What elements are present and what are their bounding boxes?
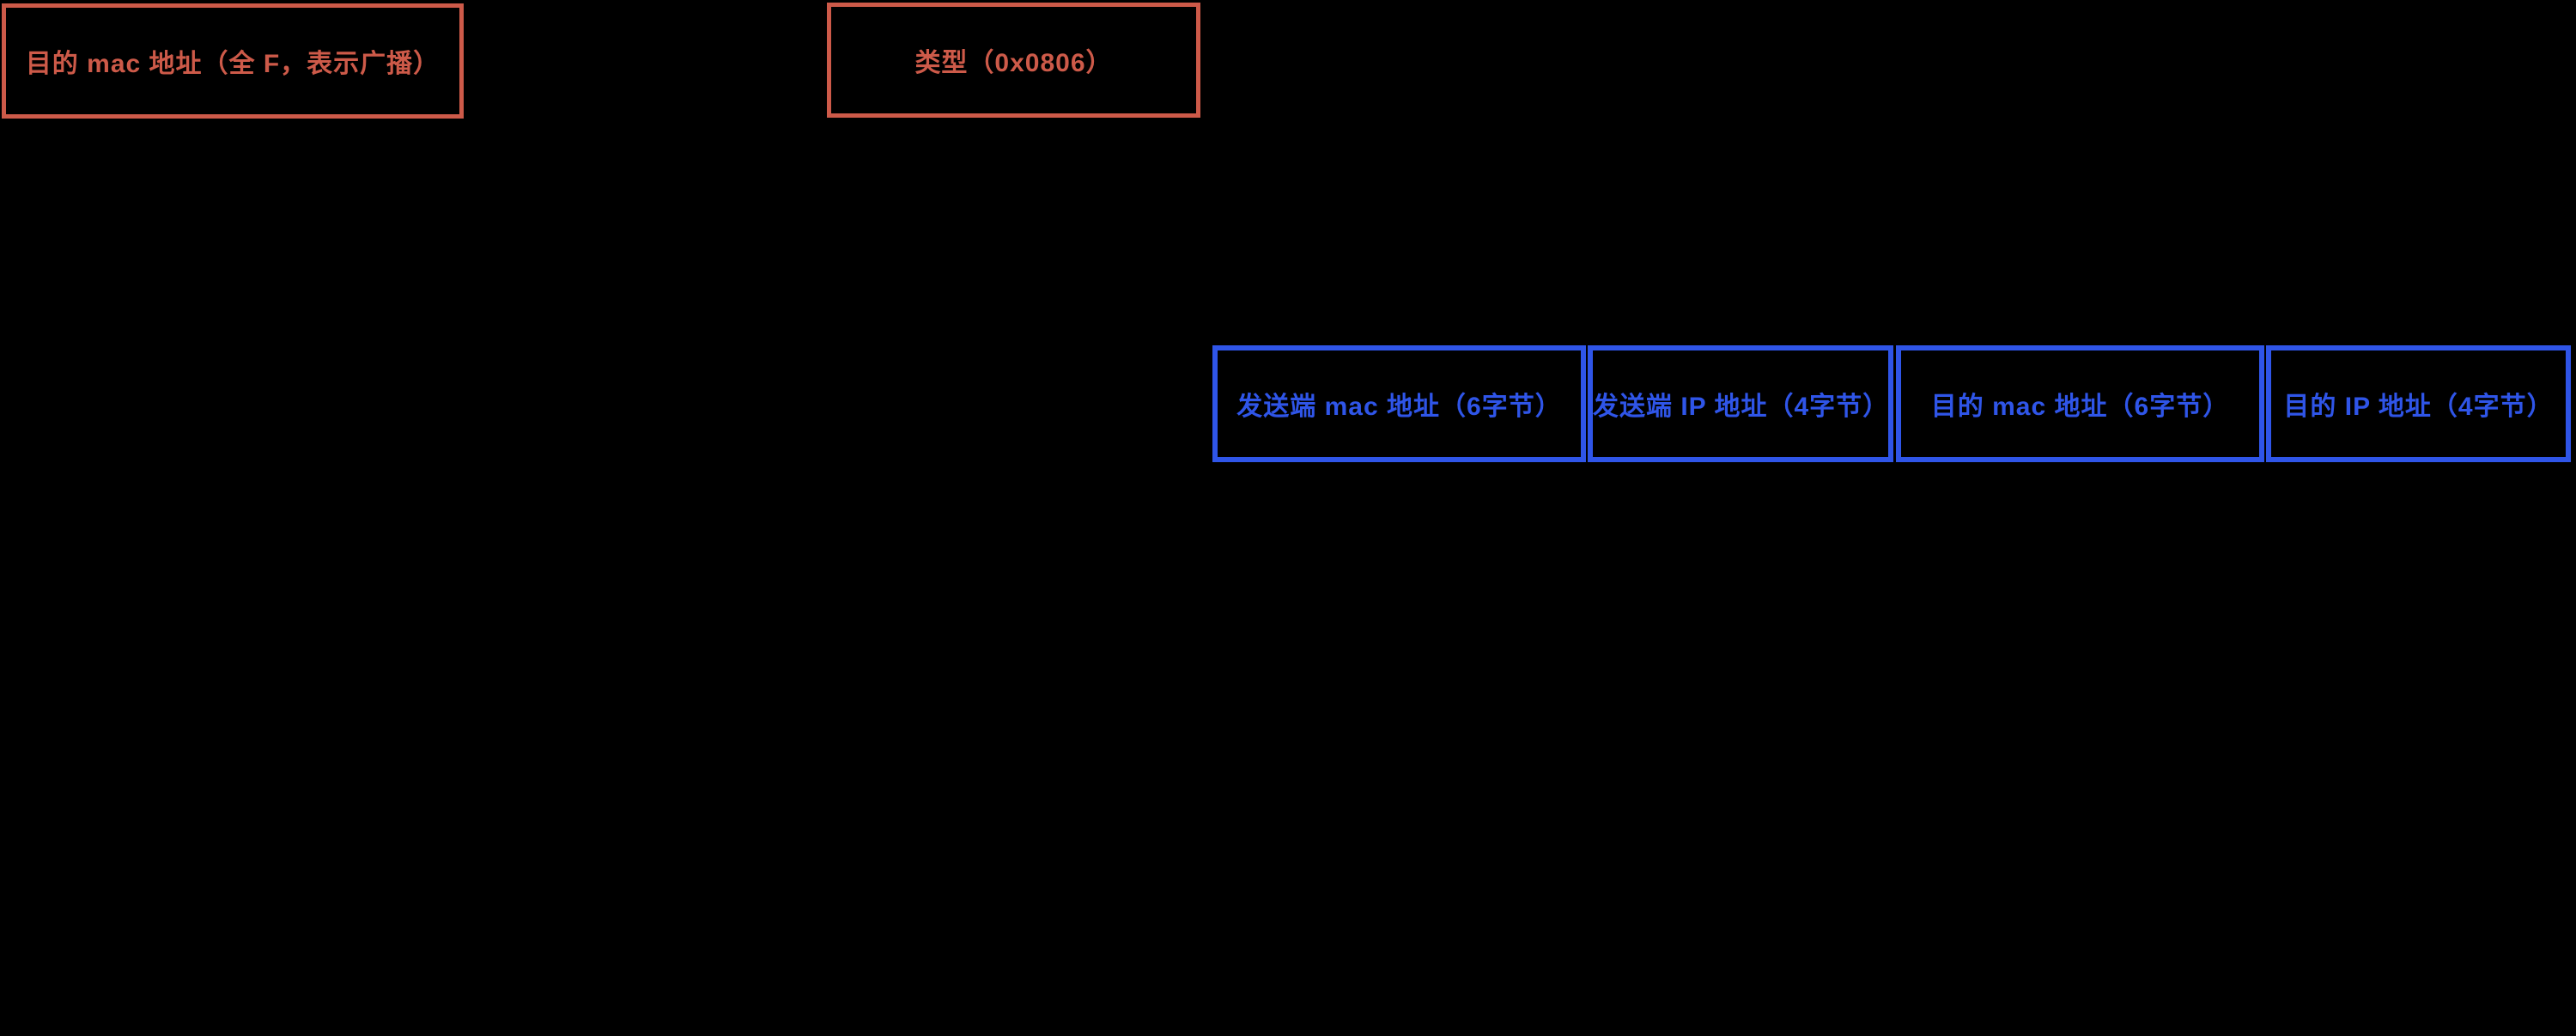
arp-field-sender-mac-box: 发送端 mac 地址（6字节） xyxy=(1212,345,1586,462)
arp-field-target-mac-label: 目的 mac 地址（6字节） xyxy=(1930,393,2230,421)
arp-field-target-mac-box: 目的 mac 地址（6字节） xyxy=(1896,345,2264,462)
arp-field-sender-ip-box: 发送端 IP 地址（4字节） xyxy=(1588,345,1893,462)
frame-field-dest-mac-broadcast-box: 目的 mac 地址（全 F，表示广播） xyxy=(2,3,464,119)
frame-field-ethertype-box: 类型（0x0806） xyxy=(827,3,1200,118)
frame-field-dest-mac-broadcast-label: 目的 mac 地址（全 F，表示广播） xyxy=(25,50,440,78)
frame-field-ethertype-label: 类型（0x0806） xyxy=(914,49,1113,77)
arp-field-target-ip-label: 目的 IP 地址（4字节） xyxy=(2283,393,2554,421)
arp-field-sender-ip-label: 发送端 IP 地址（4字节） xyxy=(1593,393,1890,421)
arp-field-sender-mac-label: 发送端 mac 地址（6字节） xyxy=(1236,393,1562,421)
arp-field-target-ip-box: 目的 IP 地址（4字节） xyxy=(2266,345,2571,462)
